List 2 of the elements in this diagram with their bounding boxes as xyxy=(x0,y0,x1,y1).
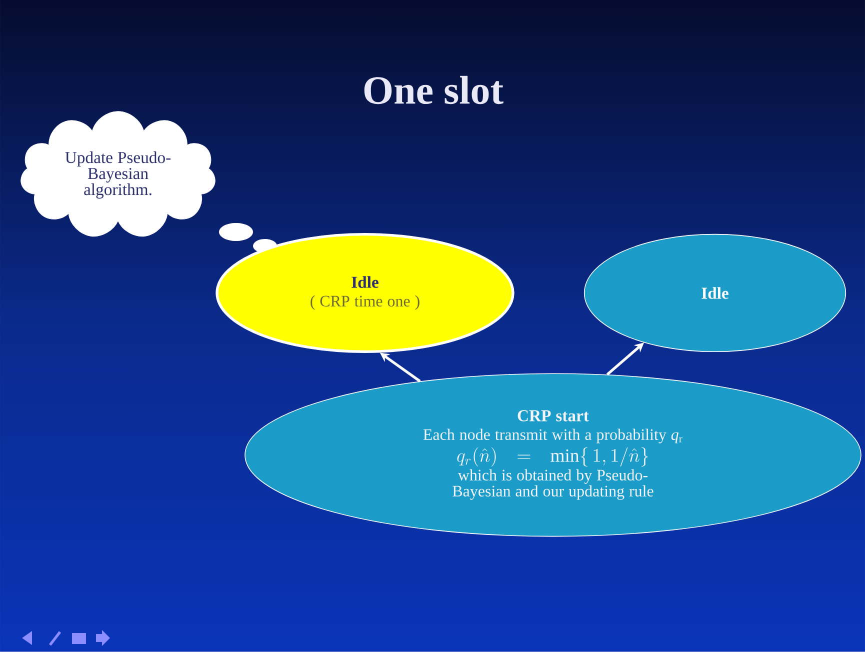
thought-cloud: Update Pseudo-Bayesian algorithm. xyxy=(20,111,216,237)
slide-title: One slot xyxy=(364,76,504,104)
